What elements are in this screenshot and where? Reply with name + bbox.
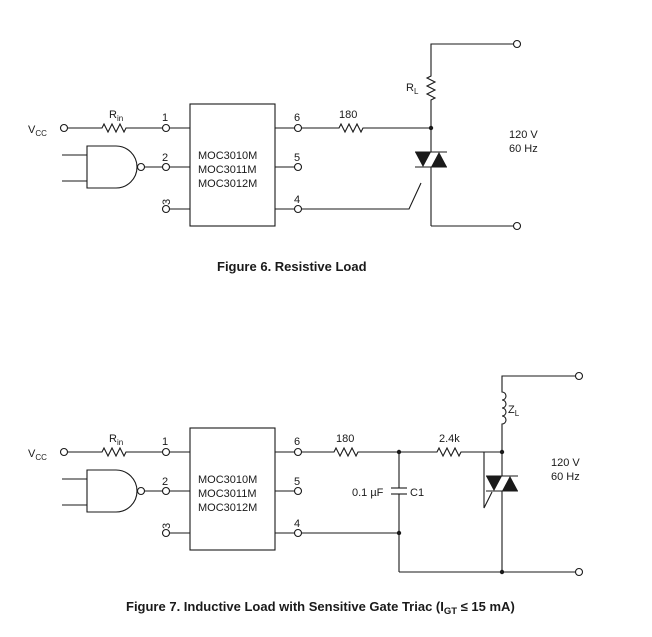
pin-4-label: 4 (294, 518, 300, 530)
gate-wire (301, 182, 422, 210)
supply-terminal-top (512, 39, 522, 49)
nand-gate (86, 469, 138, 513)
vcc-label: VCC (28, 448, 47, 462)
triac-icon (415, 152, 447, 167)
pin-1-label: 1 (162, 112, 168, 124)
pin-6-terminal (293, 123, 303, 133)
pin-5-terminal (293, 162, 303, 172)
figure-7-caption: Figure 7. Inductive Load with Sensitive … (126, 599, 515, 617)
pin-1-label: 1 (162, 436, 168, 448)
resistor-180-label: 180 (339, 109, 357, 121)
pin-2-label: 2 (162, 152, 168, 164)
vcc-terminal (59, 447, 69, 457)
pin-2-terminal (161, 162, 171, 172)
c1-name-label: C1 (410, 487, 424, 499)
supply-voltage-label: 120 V (509, 129, 538, 141)
resistor-180 (301, 446, 399, 458)
nand-output-bubble (136, 486, 146, 496)
load-resistor-rl (425, 43, 514, 128)
ic-part-1: MOC3010M (198, 474, 257, 486)
ic-part-2: MOC3011M (198, 488, 256, 500)
zl-label: ZL (508, 404, 520, 418)
pin-3-terminal (161, 204, 171, 214)
figure-7-inductive-load: VCC Rin 1 2 3 MOC3010M MOC3011M MOC3012M… (28, 371, 584, 617)
pin-6-label: 6 (294, 436, 300, 448)
c1-value-label: 0.1 µF (352, 487, 384, 499)
pin-4-terminal (293, 528, 303, 538)
vcc-label: VCC (28, 124, 47, 138)
pin-3-terminal (161, 528, 171, 538)
rin-resistor (67, 446, 162, 458)
pin-1-terminal (161, 123, 171, 133)
ic-part-3: MOC3012M (198, 502, 257, 514)
load-inductor-zl (484, 375, 576, 453)
rin-resistor (67, 122, 162, 134)
supply-terminal-top (574, 371, 584, 381)
pin-4-label: 4 (294, 194, 300, 206)
pin-3-label: 3 (161, 199, 173, 205)
pin-3-label: 3 (161, 523, 173, 529)
pin-6-terminal (293, 447, 303, 457)
rin-label: Rin (109, 109, 123, 123)
resistor-180-label: 180 (336, 433, 354, 445)
ic-part-1: MOC3010M (198, 150, 257, 162)
nand-output-bubble (136, 162, 146, 172)
optocoupler-ic (189, 103, 276, 227)
supply-terminal-bottom (574, 567, 584, 577)
nand-gate (86, 145, 138, 189)
supply-voltage-label: 120 V (551, 457, 580, 469)
supply-frequency-label: 60 Hz (551, 471, 580, 483)
pin-2-label: 2 (162, 476, 168, 488)
pin-5-label: 5 (294, 152, 300, 164)
resistor-180 (301, 122, 431, 134)
pin-6-label: 6 (294, 112, 300, 124)
ic-part-2: MOC3011M (198, 164, 256, 176)
pin-5-label: 5 (294, 476, 300, 488)
ic-part-3: MOC3012M (198, 178, 257, 190)
resistor-2k4-label: 2.4k (439, 433, 460, 445)
rl-label: RL (406, 82, 419, 96)
pin-2-terminal (161, 486, 171, 496)
pin-5-terminal (293, 486, 303, 496)
vcc-terminal (59, 123, 69, 133)
rin-label: Rin (109, 433, 123, 447)
figure-6-resistive-load: VCC Rin 1 2 3 MOC3010M MOC3011M MOC3012M… (28, 39, 538, 274)
optocoupler-ic (189, 427, 276, 551)
supply-frequency-label: 60 Hz (509, 143, 538, 155)
supply-terminal-bottom (512, 221, 522, 231)
pin-1-terminal (161, 447, 171, 457)
triac-icon (486, 476, 518, 491)
figure-6-caption: Figure 6. Resistive Load (217, 259, 367, 274)
resistor-2k4 (399, 446, 493, 509)
pin-4-terminal (293, 204, 303, 214)
